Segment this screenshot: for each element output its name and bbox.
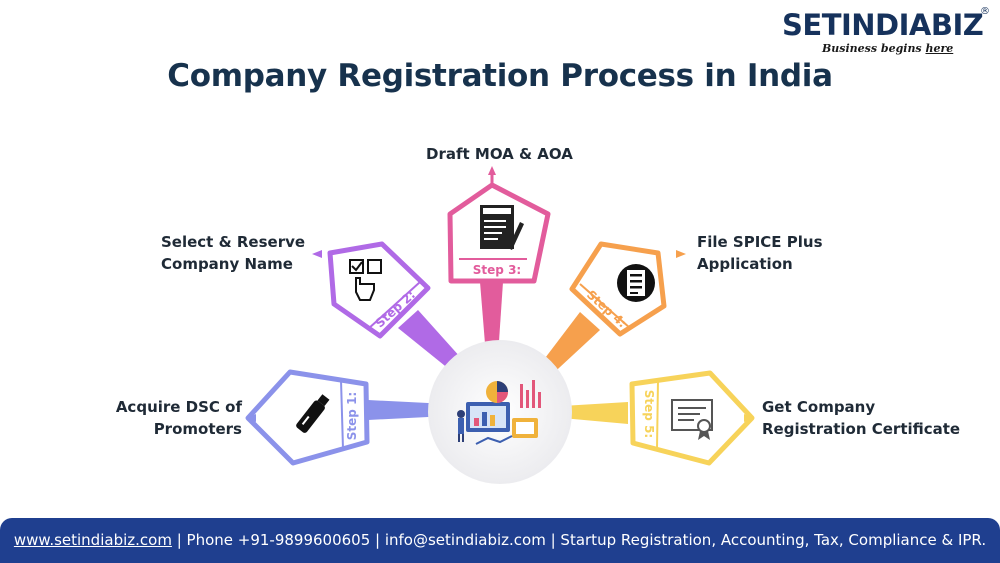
step-3-tag: Step 3: bbox=[473, 263, 521, 277]
arrow-step-1 bbox=[247, 414, 256, 422]
step-5-label-line2: Registration Certificate bbox=[762, 420, 961, 438]
analytics-illustration-icon bbox=[457, 380, 541, 445]
step-1-tag: Step 1: bbox=[345, 392, 359, 440]
brand-tagline-emphasis: here bbox=[925, 42, 954, 55]
page-title: Company Registration Process in India bbox=[167, 58, 833, 94]
step-2-label: Select & Reserve Company Name bbox=[161, 231, 305, 275]
connector-step-5 bbox=[562, 402, 628, 424]
connector-step-3 bbox=[480, 282, 503, 356]
checkbox-click-icon bbox=[349, 259, 382, 301]
brand-tagline: Business begins here bbox=[822, 42, 953, 55]
arrow-step-5 bbox=[744, 414, 753, 422]
website-link[interactable]: www.setindiabiz.com bbox=[13, 531, 172, 549]
step-2-label-line2: Company Name bbox=[161, 255, 293, 273]
arrow-step-2 bbox=[312, 250, 322, 258]
arrow-step-3 bbox=[488, 166, 496, 175]
step-3-label-line1: Draft MOA & AOA bbox=[426, 145, 573, 163]
step-2-label-line1: Select & Reserve bbox=[161, 233, 306, 251]
step-5-label-line1: Get Company bbox=[762, 398, 876, 416]
brand-logo: SETINDIABIZ ® Business begins here bbox=[762, 6, 992, 62]
certificate-icon bbox=[671, 399, 713, 440]
hub bbox=[428, 340, 572, 484]
step-1-label-line1: Acquire DSC of bbox=[115, 398, 242, 416]
document-list-icon bbox=[617, 264, 655, 302]
contact-footer: www.setindiabiz.com | Phone +91-98996006… bbox=[0, 518, 1000, 563]
step-5-label: Get Company Registration Certificate bbox=[762, 396, 960, 440]
step-1-label-line2: Promoters bbox=[153, 420, 242, 438]
step-3-label: Draft MOA & AOA bbox=[426, 143, 573, 165]
step-1-node: Step 1: bbox=[245, 369, 370, 466]
step-1-label: Acquire DSC of Promoters bbox=[96, 396, 242, 440]
footer-contact-text: | Phone +91-9899600605 | info@setindiabi… bbox=[171, 531, 987, 549]
brand-tagline-prefix: Business begins bbox=[822, 42, 926, 55]
step-4-label: File SPICE Plus Application bbox=[697, 231, 823, 275]
brand-name: SETINDIABIZ bbox=[782, 8, 984, 42]
usb-token-icon bbox=[296, 394, 330, 433]
arrow-step-4 bbox=[676, 250, 686, 258]
step-2-node: Step 2: bbox=[312, 241, 431, 339]
step-3-node: Step 3: bbox=[447, 166, 551, 284]
step-5-tag: Step 5: bbox=[642, 390, 656, 438]
step-4-node: Step 4: bbox=[569, 241, 686, 337]
step-4-label-line1: File SPICE Plus bbox=[697, 233, 823, 251]
step-2-outline bbox=[327, 241, 431, 339]
step-5-node: Step 5: bbox=[629, 370, 755, 466]
document-pen-icon bbox=[480, 205, 524, 250]
connector-step-1 bbox=[368, 400, 448, 420]
registered-mark: ® bbox=[980, 6, 990, 17]
step-4-label-line2: Application bbox=[697, 255, 793, 273]
